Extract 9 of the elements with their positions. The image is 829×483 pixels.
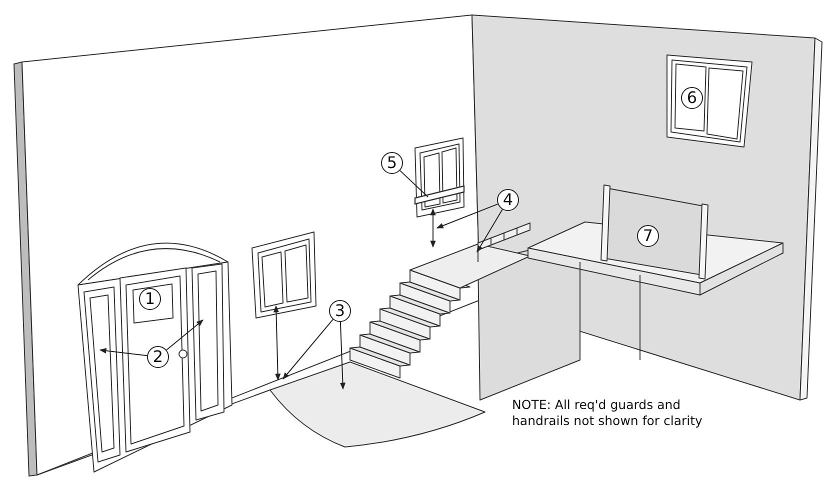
leader-line bbox=[400, 170, 428, 198]
note-text: NOTE: All req'd guards and handrails not shown for clarity bbox=[512, 397, 704, 429]
leader-line bbox=[436, 204, 498, 228]
leader-line bbox=[282, 318, 334, 380]
leader-line bbox=[476, 208, 503, 253]
leader-line bbox=[99, 348, 148, 356]
leader-line bbox=[340, 322, 346, 390]
leader-line bbox=[166, 320, 204, 351]
guard-bar bbox=[414, 185, 465, 205]
